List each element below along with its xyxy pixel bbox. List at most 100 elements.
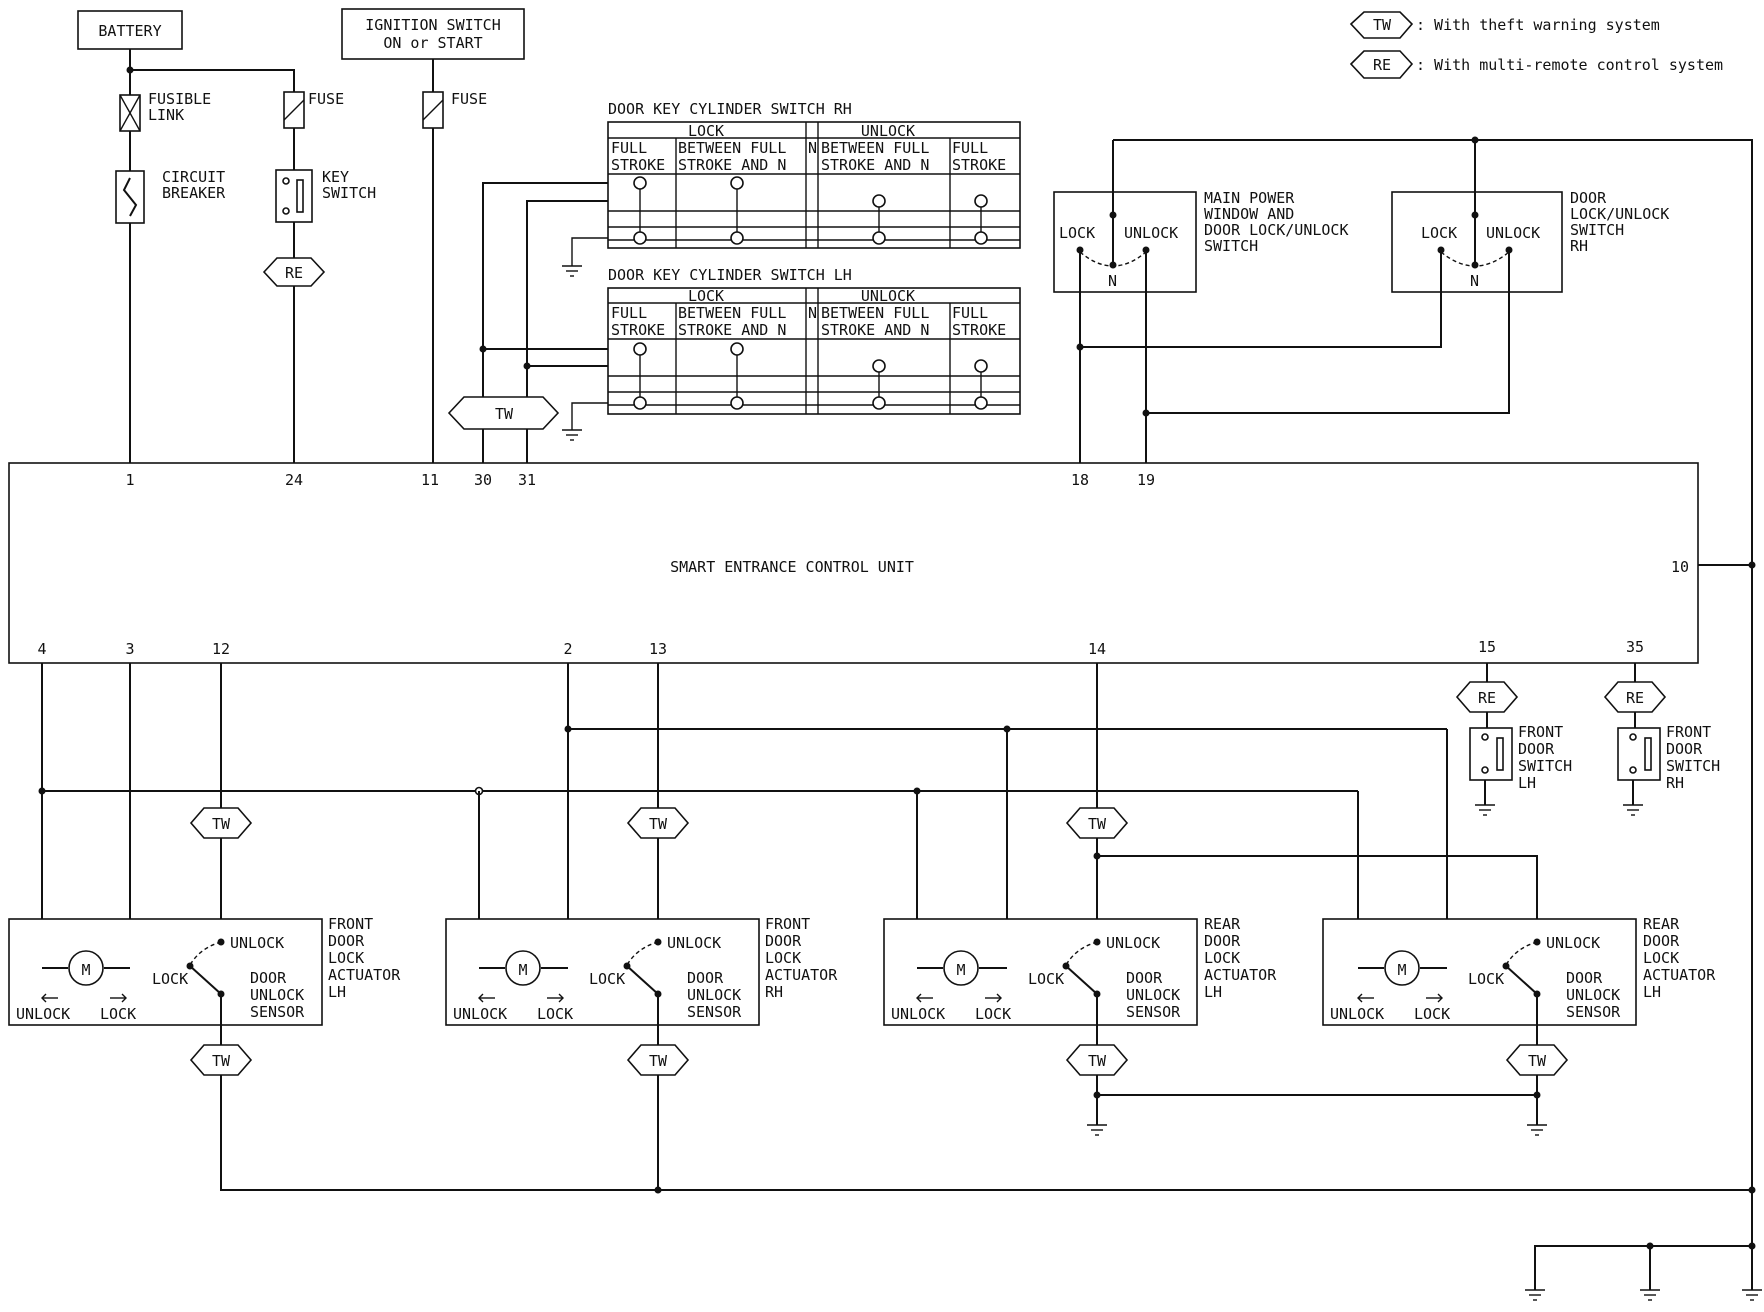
lh-between-2: BETWEEN FULL	[821, 304, 929, 322]
tw-tag-act1: TW	[212, 1052, 231, 1070]
act3-label-1: REAR	[1204, 915, 1241, 933]
act2-sensor-lock: LOCK	[589, 970, 625, 988]
actuator-front-rh: M UNLOCK LOCK UNLOCK LOCK DOOR UNLOCK SE…	[445, 915, 838, 1076]
ignition-label-2: ON or START	[383, 34, 482, 52]
fds-rh-4: RH	[1666, 774, 1684, 792]
tw-tag-pin13: TW	[649, 815, 668, 833]
fuse-a-label: FUSE	[308, 90, 344, 108]
rh-stroke-n-2: STROKE AND N	[821, 156, 929, 174]
key-switch-label-1: KEY	[322, 168, 349, 186]
fds-lh-4: LH	[1518, 774, 1536, 792]
act4-unlock: UNLOCK	[1330, 1005, 1384, 1023]
actuator-front-lh: M UNLOCK LOCK UNLOCK LOCK DOOR UNLOCK SE…	[8, 915, 401, 1076]
act4-sensor-1: DOOR	[1566, 969, 1603, 987]
pin-13: 13	[649, 640, 667, 658]
key-cylinder-rh: DOOR KEY CYLINDER SWITCH RH LOCK UNLOCK …	[482, 100, 1021, 463]
power-supply: BATTERY FUSIBLE LINK CIRCUIT BREAKER FUS…	[77, 8, 525, 463]
act3-sensor-2: UNLOCK	[1126, 986, 1180, 1004]
rh-n: N	[808, 139, 817, 157]
act3-label-2: DOOR	[1204, 932, 1241, 950]
door-lock-unlock-switch-rh: DOOR LOCK/UNLOCK SWITCH RH LOCK UNLOCK N	[1080, 136, 1753, 1240]
fds-rh-1: FRONT	[1666, 723, 1711, 741]
act1-sensor-1: DOOR	[250, 969, 287, 987]
lh-full-2: FULL	[952, 304, 988, 322]
tw-tag-key-cylinder-label: TW	[495, 405, 514, 423]
pin-10: 10	[1671, 558, 1689, 576]
rh-between-1: BETWEEN FULL	[678, 139, 786, 157]
act2-unlock: UNLOCK	[453, 1005, 507, 1023]
key-cylinder-rh-title: DOOR KEY CYLINDER SWITCH RH	[608, 100, 852, 118]
act1-sensor-lock: LOCK	[152, 970, 188, 988]
rh-lock-header: LOCK	[688, 122, 724, 140]
lh-between-1: BETWEEN FULL	[678, 304, 786, 322]
motor-icon-1: M	[81, 961, 90, 979]
act1-label-5: LH	[328, 983, 346, 1001]
pin-35: 35	[1626, 638, 1644, 656]
lh-full-1: FULL	[611, 304, 647, 322]
pin-24: 24	[285, 471, 303, 489]
act4-label-4: ACTUATOR	[1643, 966, 1716, 984]
front-door-switch-rh: RE FRONT DOOR SWITCH RH	[1603, 663, 1720, 816]
rh-stroke-1: STROKE	[611, 156, 665, 174]
key-switch-label-2: SWITCH	[322, 184, 376, 202]
lh-stroke-1: STROKE	[611, 321, 665, 339]
act1-sensor-unlock: UNLOCK	[230, 934, 284, 952]
re-legend-tag	[1349, 50, 1414, 79]
door-lu-label-1: DOOR	[1570, 189, 1607, 207]
rh-between-2: BETWEEN FULL	[821, 139, 929, 157]
act3-sensor-unlock: UNLOCK	[1106, 934, 1160, 952]
act3-sensor-3: SENSOR	[1126, 1003, 1181, 1021]
rh-full-1: FULL	[611, 139, 647, 157]
act3-label-3: LOCK	[1204, 949, 1240, 967]
pin-30: 30	[474, 471, 492, 489]
fds-rh-2: DOOR	[1666, 740, 1703, 758]
act2-label-3: LOCK	[765, 949, 801, 967]
key-switch-icon	[275, 169, 313, 223]
act1-label-2: DOOR	[328, 932, 365, 950]
pin-15: 15	[1478, 638, 1496, 656]
pin-19: 19	[1137, 471, 1155, 489]
lh-stroke-n-1: STROKE AND N	[678, 321, 786, 339]
rh-full-2: FULL	[952, 139, 988, 157]
lh-n: N	[808, 304, 817, 322]
lh-lock-header: LOCK	[688, 287, 724, 305]
act4-label-2: DOOR	[1643, 932, 1680, 950]
door-lu-label-4: RH	[1570, 237, 1588, 255]
pin-14: 14	[1088, 640, 1106, 658]
circuit-breaker-label-2: BREAKER	[162, 184, 226, 202]
tw-tag-act3: TW	[1088, 1052, 1107, 1070]
act2-label-5: RH	[765, 983, 783, 1001]
re-legend-tag-label: RE	[1373, 56, 1391, 74]
battery-label: BATTERY	[98, 22, 161, 40]
act2-lock: LOCK	[537, 1005, 573, 1023]
act2-sensor-1: DOOR	[687, 969, 724, 987]
tw-tag-act4: TW	[1528, 1052, 1547, 1070]
re-tag-key-switch	[262, 257, 326, 287]
act3-unlock: UNLOCK	[891, 1005, 945, 1023]
act1-unlock: UNLOCK	[16, 1005, 70, 1023]
fds-rh-3: SWITCH	[1666, 757, 1720, 775]
door-lu-n: N	[1470, 272, 1479, 290]
door-lu-unlock: UNLOCK	[1486, 224, 1540, 242]
act2-label-4: ACTUATOR	[765, 966, 838, 984]
act4-lock: LOCK	[1414, 1005, 1450, 1023]
fds-lh-1: FRONT	[1518, 723, 1563, 741]
motor-icon-2: M	[518, 961, 527, 979]
fds-lh-3: SWITCH	[1518, 757, 1572, 775]
pin-31: 31	[518, 471, 536, 489]
tw-tag-pin12: TW	[212, 815, 231, 833]
rh-unlock-header: UNLOCK	[861, 122, 915, 140]
act3-label-5: LH	[1204, 983, 1222, 1001]
fuse-b-label: FUSE	[451, 90, 487, 108]
pin-4: 4	[37, 640, 46, 658]
act3-label-4: ACTUATOR	[1204, 966, 1277, 984]
act4-label-1: REAR	[1643, 915, 1680, 933]
main-pw-lock: LOCK	[1059, 224, 1095, 242]
tw-tag-act2: TW	[649, 1052, 668, 1070]
tw-tag-key-cylinder	[447, 396, 560, 430]
rh-stroke-n-1: STROKE AND N	[678, 156, 786, 174]
act4-label-3: LOCK	[1643, 949, 1679, 967]
actuator-rear-lh-1: M UNLOCK LOCK UNLOCK LOCK DOOR UNLOCK SE…	[883, 915, 1277, 1076]
re-tag-front-door-lh: RE	[1478, 689, 1496, 707]
